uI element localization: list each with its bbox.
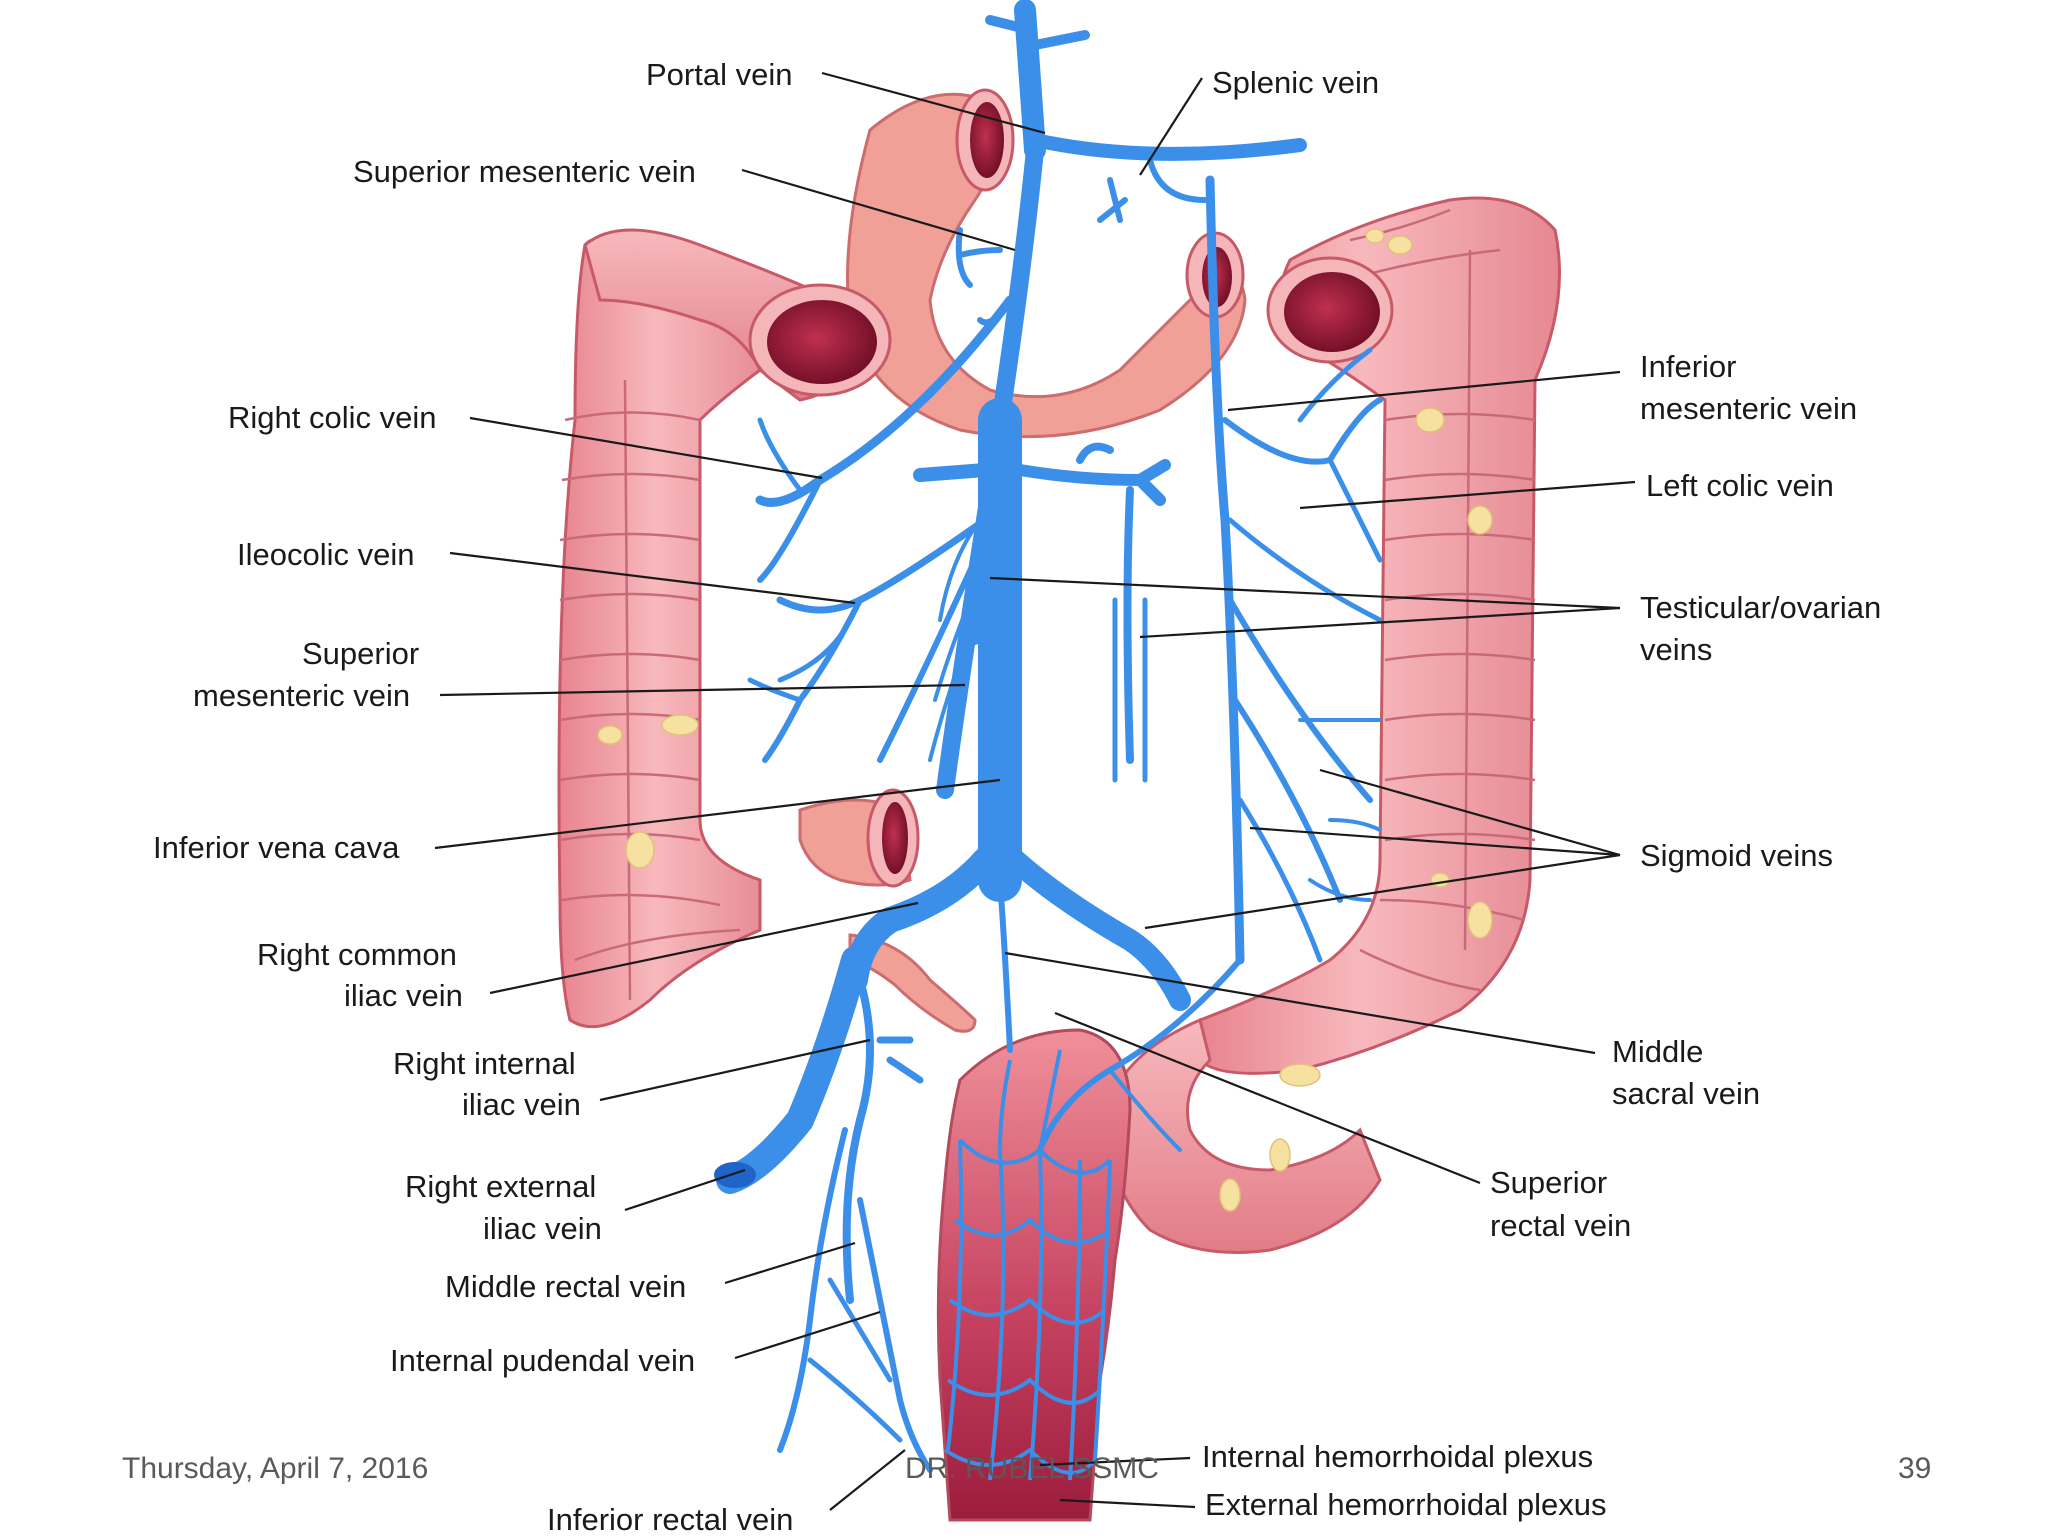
label-internal-pudendal-vein: Internal pudendal vein (390, 1343, 695, 1378)
leader-testicular-1 (989, 576, 1621, 610)
leader-splenic-vein (1139, 77, 1203, 176)
leader-smv-top (741, 168, 1016, 252)
haustra-ascending (559, 379, 741, 1001)
label-right-common-iliac-1: Right common (257, 937, 457, 972)
label-splenic-vein: Splenic vein (1212, 65, 1379, 100)
leader-middle-rectal (724, 1241, 856, 1285)
label-right-common-iliac-2: iliac vein (344, 978, 463, 1013)
label-ileocolic-vein: Ileocolic vein (237, 537, 414, 572)
leader-sigmoid-3 (1144, 853, 1621, 930)
right-colic-vein-shape (755, 295, 1015, 507)
label-inferior-vena-cava: Inferior vena cava (153, 830, 400, 865)
leader-portal-vein (821, 71, 1046, 135)
leader-testicular-2 (1139, 606, 1621, 639)
label-superior-rectal-1: Superior (1490, 1165, 1607, 1200)
label-right-internal-iliac-1: Right internal (393, 1046, 576, 1081)
veins (714, 0, 1383, 1473)
leader-right-external-iliac (624, 1168, 746, 1212)
label-smv-mid-2: mesenteric vein (193, 678, 410, 713)
label-superior-mesenteric-vein-top: Superior mesenteric vein (353, 154, 696, 189)
leader-ileocolic (449, 551, 856, 605)
label-testicular-ovarian-1: Testicular/ovarian (1640, 590, 1881, 625)
label-inferior-mesenteric-2: mesenteric vein (1640, 391, 1857, 426)
leader-right-internal-iliac (599, 1038, 871, 1102)
leader-inferior-mesenteric (1227, 370, 1621, 412)
inferior-mesenteric-vein-shape (1205, 175, 1245, 965)
rectum (936, 1028, 1132, 1522)
label-superior-rectal-2: rectal vein (1490, 1208, 1631, 1243)
label-middle-sacral-1: Middle (1612, 1034, 1703, 1069)
leader-left-colic (1299, 480, 1636, 510)
leader-ivc (434, 778, 1001, 850)
label-external-hemorrhoidal-plexus: External hemorrhoidal plexus (1205, 1487, 1607, 1522)
footer-page-number: 39 (1898, 1452, 1932, 1485)
label-right-internal-iliac-2: iliac vein (462, 1087, 581, 1122)
leader-internal-pudendal (734, 1310, 881, 1360)
bowel-lumen-top (970, 102, 1004, 178)
ascending-colon (557, 235, 775, 1029)
label-right-colic-vein: Right colic vein (228, 400, 436, 435)
footer-date: Thursday, April 7, 2016 (122, 1452, 429, 1485)
label-portal-vein: Portal vein (646, 57, 792, 92)
labels: Portal vein Splenic vein Superior mesent… (153, 57, 1881, 1536)
colon-lumen-hepatic (767, 300, 877, 384)
label-internal-hemorrhoidal-plexus: Internal hemorrhoidal plexus (1202, 1439, 1593, 1474)
label-middle-rectal-vein: Middle rectal vein (445, 1269, 686, 1304)
appendices-epiploicae (597, 228, 1493, 1212)
appendix (848, 933, 977, 1033)
label-smv-mid-1: Superior (302, 636, 419, 671)
leader-right-colic (469, 416, 823, 480)
leader-sigmoid-2 (1249, 826, 1621, 857)
leader-internal-hemorrhoidal (1039, 1456, 1191, 1467)
label-left-colic-vein: Left colic vein (1646, 468, 1834, 503)
label-inferior-rectal-vein: Inferior rectal vein (547, 1502, 793, 1536)
leader-external-hemorrhoidal (1059, 1498, 1196, 1509)
label-right-external-iliac-2: iliac vein (483, 1211, 602, 1246)
footer-author: DR. RUBEL SSMC (905, 1452, 1159, 1485)
hemorrhoidal-plexus (943, 1049, 1112, 1481)
label-testicular-ovarian-2: veins (1640, 632, 1712, 667)
ileum-lumen (882, 802, 908, 874)
leader-middle-sacral (1004, 951, 1596, 1055)
label-right-external-iliac-1: Right external (405, 1169, 596, 1204)
leader-right-common-iliac (489, 901, 919, 995)
label-inferior-mesenteric-1: Inferior (1640, 349, 1736, 384)
leader-inferior-rectal (829, 1449, 906, 1511)
leader-lines (434, 71, 1636, 1511)
leader-smv-mid (439, 683, 966, 697)
label-sigmoid-veins: Sigmoid veins (1640, 838, 1833, 873)
leader-superior-rectal (1054, 1011, 1481, 1185)
splenic-vein-shape (1028, 133, 1307, 161)
label-middle-sacral-2: sacral vein (1612, 1076, 1760, 1111)
colon (557, 88, 1561, 1522)
colon-lumen-splenic (1284, 272, 1380, 352)
leader-sigmoid-1 (1319, 768, 1621, 857)
